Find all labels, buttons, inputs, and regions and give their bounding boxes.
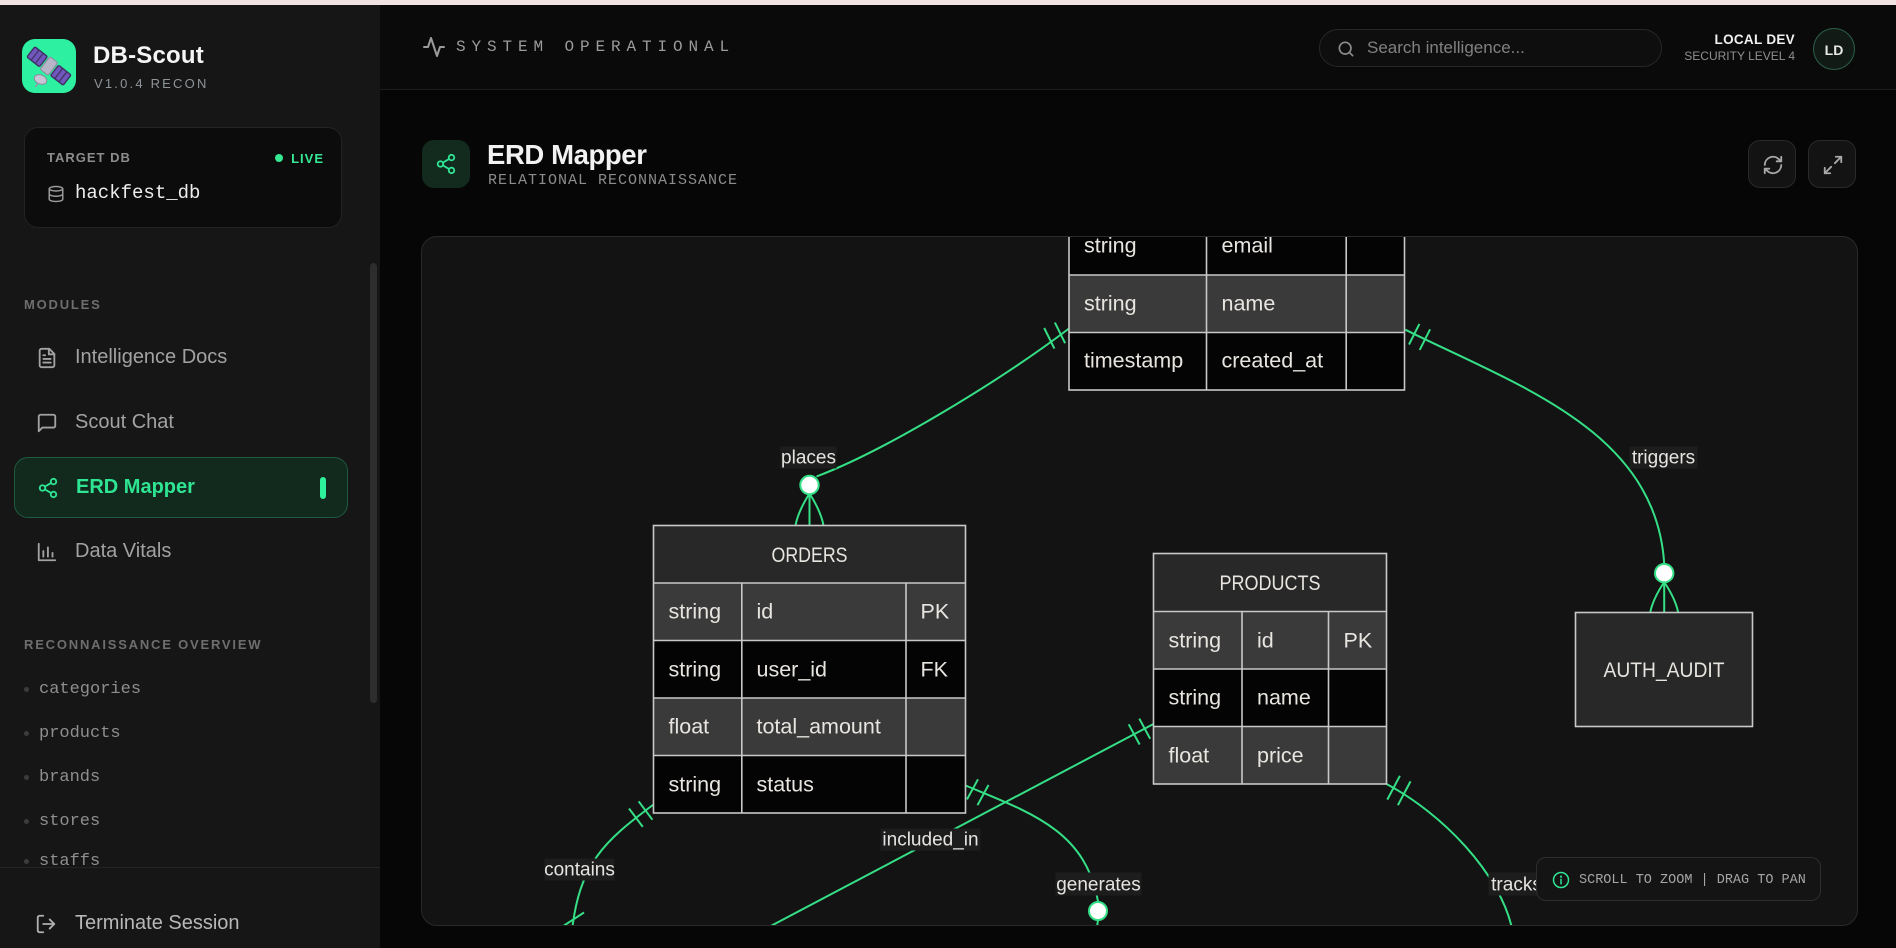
svg-text:email: email <box>1222 237 1273 258</box>
svg-text:float: float <box>669 715 710 739</box>
svg-text:string: string <box>1169 686 1222 710</box>
svg-text:FK: FK <box>921 658 949 682</box>
svg-text:status: status <box>757 773 814 797</box>
svg-text:contains: contains <box>544 860 615 881</box>
svg-text:ORDERS: ORDERS <box>772 543 848 567</box>
svg-text:places: places <box>781 448 836 469</box>
svg-text:triggers: triggers <box>1632 448 1695 469</box>
svg-text:string: string <box>1169 629 1222 653</box>
svg-text:string: string <box>1084 237 1137 258</box>
svg-text:PK: PK <box>1344 629 1373 653</box>
svg-text:string: string <box>1084 292 1137 316</box>
svg-text:string: string <box>669 773 722 797</box>
svg-text:PK: PK <box>921 600 950 624</box>
svg-text:PRODUCTS: PRODUCTS <box>1220 571 1321 595</box>
svg-text:string: string <box>669 600 722 624</box>
svg-text:tracks: tracks <box>1491 875 1542 896</box>
svg-text:AUTH_AUDIT: AUTH_AUDIT <box>1604 658 1725 682</box>
svg-text:float: float <box>1169 744 1210 768</box>
svg-text:name: name <box>1257 686 1311 710</box>
svg-text:name: name <box>1222 292 1276 316</box>
svg-text:user_id: user_id <box>757 658 828 682</box>
svg-text:total_amount: total_amount <box>757 715 881 739</box>
svg-text:generates: generates <box>1056 875 1141 896</box>
svg-text:created_at: created_at <box>1222 349 1324 373</box>
svg-text:string: string <box>669 658 722 682</box>
svg-text:id: id <box>1257 629 1274 653</box>
svg-text:id: id <box>757 600 774 624</box>
svg-text:included_in: included_in <box>882 830 978 851</box>
svg-text:price: price <box>1257 744 1304 768</box>
svg-text:timestamp: timestamp <box>1084 349 1183 373</box>
